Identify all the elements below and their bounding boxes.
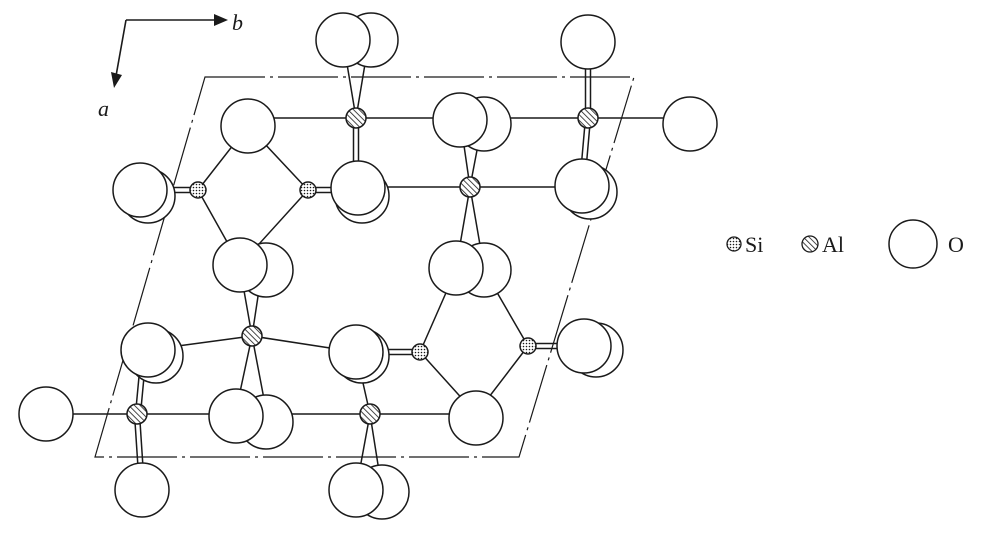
aluminium-atom xyxy=(577,107,599,129)
oxygen-atom xyxy=(114,462,170,518)
aluminium-atom xyxy=(126,403,148,425)
aluminium-atom xyxy=(459,176,481,198)
silicon-atom xyxy=(411,343,429,361)
oxygen-atom xyxy=(220,98,276,154)
oxygen-atom xyxy=(428,240,484,296)
oxygen-atom xyxy=(328,462,384,518)
oxygen-atom xyxy=(662,96,718,152)
silicon-atom xyxy=(299,181,317,199)
oxygen-atom xyxy=(315,12,371,68)
oxygen-atom xyxy=(212,237,268,293)
oxygen-atom xyxy=(554,158,610,214)
legend: Si Al O xyxy=(726,219,964,269)
al-legend-icon xyxy=(801,235,819,253)
oxygen-atom xyxy=(448,390,504,446)
oxygen-atom xyxy=(432,92,488,148)
silicon-atom xyxy=(519,337,537,355)
aluminium-atom xyxy=(359,403,381,425)
unit-cell xyxy=(94,76,635,458)
b-axis-arrowhead xyxy=(214,14,228,26)
oxygen-atom xyxy=(330,160,386,216)
oxygen-atom xyxy=(328,324,384,380)
si-legend-icon xyxy=(726,236,742,252)
oxygen-atom xyxy=(208,388,264,444)
b-axis-label: b xyxy=(232,10,243,35)
axis-indicator xyxy=(111,14,228,88)
silicon-atom xyxy=(189,181,207,199)
aluminium-atom xyxy=(345,107,367,129)
o-legend-label: O xyxy=(948,232,964,257)
a-axis-arrowhead xyxy=(111,72,122,88)
o-legend-icon xyxy=(888,219,938,269)
atom-layer xyxy=(18,12,718,520)
oxygen-atom xyxy=(18,386,74,442)
oxygen-atom xyxy=(560,14,616,70)
si-legend-label: Si xyxy=(745,232,763,257)
oxygen-atom xyxy=(112,162,168,218)
oxygen-atom xyxy=(120,322,176,378)
aluminium-atom xyxy=(241,325,263,347)
a-axis-arrow xyxy=(115,19,127,77)
a-axis-label: a xyxy=(98,96,109,121)
al-legend-label: Al xyxy=(822,232,844,257)
oxygen-atom xyxy=(556,318,612,374)
